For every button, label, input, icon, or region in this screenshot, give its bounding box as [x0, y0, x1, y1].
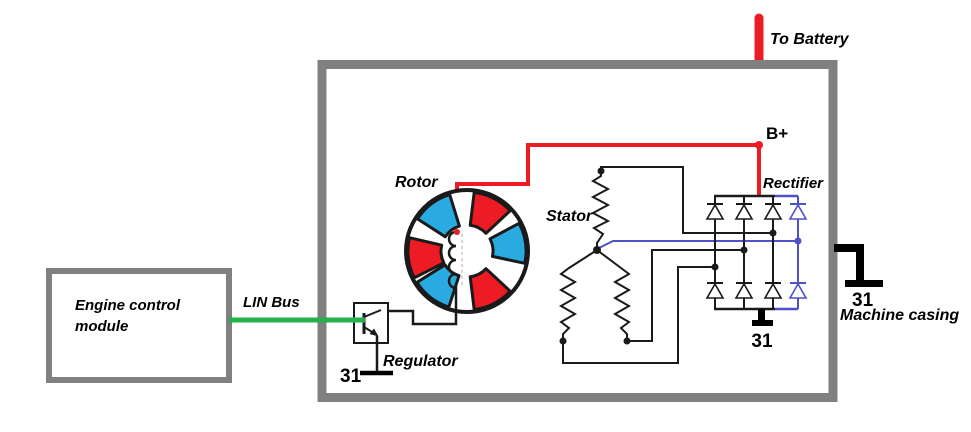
stator-label: Stator	[546, 208, 593, 225]
rectifier-bridge	[705, 194, 808, 326]
stator-winding	[558, 168, 632, 341]
engine-control-module-box: Engine control module	[46, 268, 232, 383]
b-plus-junction-dot	[755, 141, 763, 149]
rotor-coil-feed-dot	[454, 229, 460, 235]
field-wire	[381, 286, 458, 326]
rectifier-ground-label: 31	[751, 331, 773, 352]
lin-bus-label: LIN Bus	[243, 294, 300, 311]
rotor-coil	[447, 229, 463, 290]
alternator-housing-box	[317, 60, 838, 402]
regulator-symbol	[353, 286, 458, 376]
rotor-symbol	[404, 188, 530, 314]
phase-wires	[559, 166, 797, 364]
rotor-pole-wedges	[406, 190, 528, 312]
rectifier-label: Rectifier	[763, 175, 824, 192]
regulator-ground-label: 31	[340, 366, 362, 387]
machine-casing-label: Machine casing	[840, 307, 959, 324]
ground-symbol-rectifier	[752, 309, 773, 326]
ecm-label-line1: Engine control	[75, 297, 181, 314]
diode-column-1	[705, 196, 725, 309]
ground-symbol-regulator	[360, 336, 393, 376]
ecm-label-line2: module	[75, 318, 128, 335]
to-battery-label: To Battery	[770, 31, 850, 48]
diode-column-4-exciter	[788, 196, 808, 309]
transistor-icon	[362, 309, 382, 337]
ground-symbol-casing	[834, 244, 883, 287]
star-point-dot	[593, 246, 601, 254]
casing-ground-label: 31	[852, 290, 874, 311]
b-plus-label: B+	[766, 124, 788, 143]
rotor-label: Rotor	[395, 174, 438, 191]
diode-column-3	[763, 196, 783, 309]
star-point-sense-wire	[596, 240, 797, 250]
regulator-label: Regulator	[383, 353, 458, 370]
